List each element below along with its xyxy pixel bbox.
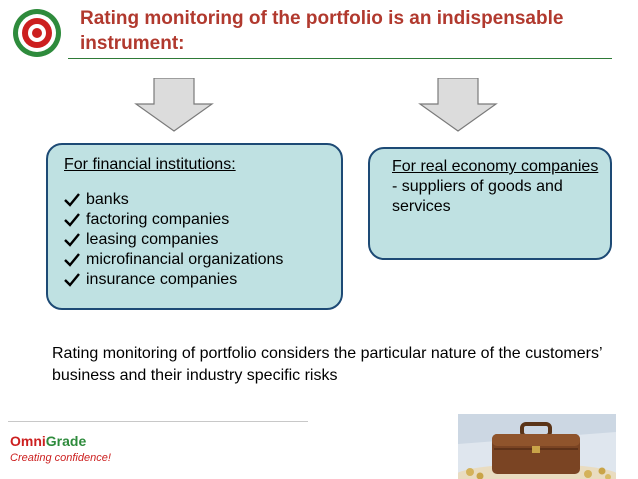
real-economy-description: - suppliers of goods and services (392, 178, 563, 215)
summary-note: Rating monitoring of portfolio considers… (52, 345, 602, 384)
down-arrow-icon (418, 78, 498, 132)
list-item: insurance companies (64, 270, 341, 290)
list-item-label: banks (86, 191, 129, 208)
down-arrow-icon (134, 78, 214, 132)
list-item-label: microfinancial organizations (86, 251, 284, 268)
brand-part-omni: Omni (10, 433, 46, 449)
checkmark-icon (64, 273, 80, 287)
page-title: Rating monitoring of the portfolio is an… (80, 8, 564, 54)
financial-institutions-box: For financial institutions: banks factor… (46, 143, 343, 310)
list-item: microfinancial organizations (64, 250, 341, 270)
target-logo-icon (13, 9, 61, 57)
financial-institutions-heading: For financial institutions: (64, 156, 236, 173)
checkmark-icon (64, 213, 80, 227)
briefcase-image (458, 414, 616, 479)
checkmark-icon (64, 233, 80, 247)
real-economy-box: For real economy companies - suppliers o… (368, 147, 612, 260)
footer-divider (8, 421, 308, 422)
brand-part-grade: Grade (45, 433, 87, 449)
list-item: factoring companies (64, 210, 341, 230)
list-item-label: leasing companies (86, 231, 219, 248)
checkmark-icon (64, 193, 80, 207)
list-item: banks (64, 190, 341, 210)
brand-tagline: Creating confidence! (10, 452, 111, 464)
list-item: leasing companies (64, 230, 341, 250)
title-divider (68, 58, 612, 59)
list-item-label: factoring companies (86, 211, 230, 228)
real-economy-heading: For real economy companies (392, 158, 599, 175)
real-economy-text: For real economy companies - suppliers o… (392, 157, 602, 217)
brand-logo: OmniGrade (10, 433, 86, 449)
institution-list: banks factoring companies leasing compan… (64, 190, 341, 290)
list-item-label: insurance companies (86, 271, 238, 288)
checkmark-icon (64, 253, 80, 267)
